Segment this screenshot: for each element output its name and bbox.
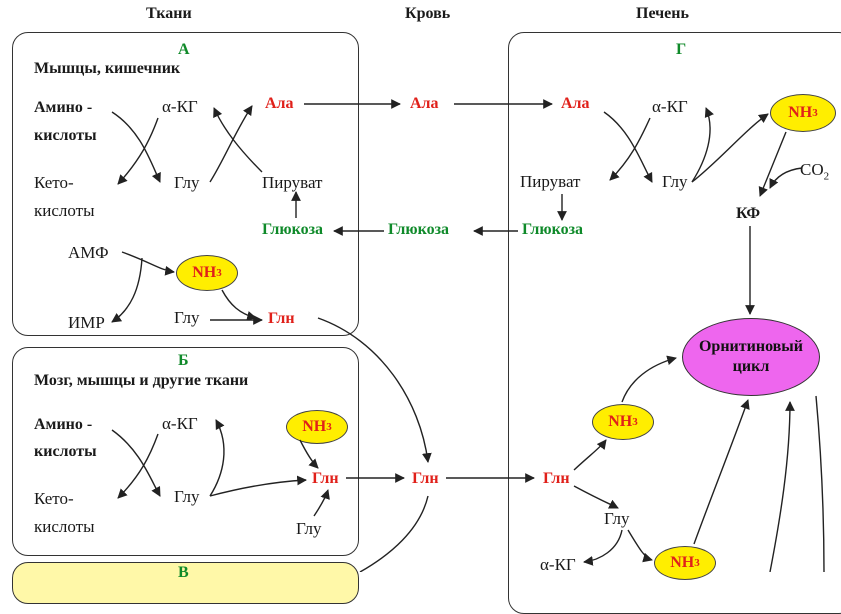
arrow-c-link [359, 495, 429, 572]
panel-a-keto-2: кислоты [34, 201, 95, 220]
arrow-liver-ala-to-glu [603, 111, 653, 183]
ornithine-cycle-label-1: Орнитиновый [698, 338, 804, 355]
liver-letter: Г [676, 41, 687, 58]
panel-b-glu: Глу [174, 487, 200, 506]
liver-glu-b: Глу [604, 509, 630, 528]
arrow-cycle-in-2 [815, 395, 825, 572]
header-blood: Кровь [405, 5, 451, 22]
arrow-a-gln-to-blood [317, 317, 432, 463]
arrow-a-nh3-to-gln [221, 289, 257, 321]
panel-b-keto-2: кислоты [34, 517, 95, 536]
arrow-a-amp-to-imp [111, 257, 143, 323]
panel-a-glu: Глу [174, 173, 200, 192]
panel-a-title: Мышцы, кишечник [34, 60, 181, 77]
panel-b-amino-2: кислоты [34, 443, 97, 460]
panel-b-letter: Б [178, 352, 189, 369]
panel-a-glu-2: Глу [174, 308, 200, 327]
panel-a-glucose: Глюкоза [262, 221, 324, 238]
arrow-liver-akg-to-pyruvate [609, 117, 651, 181]
panel-a-imp: ИМР [68, 313, 105, 332]
liver-glu: Глу [662, 172, 688, 191]
arrow-cycle-in-1 [769, 401, 795, 572]
liver-glucose: Глюкоза [522, 221, 584, 238]
panel-b [12, 347, 359, 556]
panel-b-gln: Глн [312, 470, 339, 487]
arrow-b-glu-to-gln [209, 475, 307, 497]
panel-b-title: Мозг, мышцы и другие ткани [34, 372, 249, 389]
arrow-nh3b-to-cycle [621, 355, 677, 403]
arrow-glu-to-akg [583, 529, 623, 566]
panel-a-pyruvate: Пируват [262, 173, 323, 192]
arrow-a-amino-to-glu [111, 111, 161, 183]
liver-gln: Глн [543, 470, 570, 487]
arrow-co2-to-kf [769, 167, 803, 189]
arrow-a-pyruvate-to-akg [213, 107, 263, 173]
arrow-a-glu-to-ala [209, 105, 253, 183]
arrow-liver-glu-to-akg [691, 107, 714, 183]
arrow-nh3c-to-cycle [693, 399, 750, 545]
arrow-a-akg-to-keto [117, 117, 159, 185]
liver-ala: Ала [561, 95, 590, 112]
panel-b-glu-2: Глу [296, 519, 322, 538]
panel-a-amp: АМФ [68, 243, 109, 262]
arrow-b-nh3-to-gln [299, 439, 319, 469]
panel-a-amino-2: кислоты [34, 127, 97, 144]
blood-ala: Ала [410, 95, 439, 112]
panel-a-ala: Ала [265, 95, 294, 112]
liver-akg: α-КГ [652, 97, 688, 116]
arrow-gln-to-nh3b [573, 439, 607, 471]
panel-a-akg: α-КГ [162, 97, 198, 116]
arrow-liver-glu-to-nh3 [691, 113, 769, 183]
arrow-gln-to-glu [573, 485, 619, 509]
panel-b-akg: α-КГ [162, 414, 198, 433]
header-liver: Печень [636, 5, 689, 22]
arrow-liver-nh3-to-kf [758, 131, 787, 197]
pathway-arrows [111, 99, 825, 572]
arrow-a-amp-to-nh3 [121, 251, 175, 276]
arrow-b-akg-to-keto [117, 433, 159, 499]
panel-b-keto-1: Кето- [34, 489, 74, 508]
panel-a-keto-1: Кето- [34, 173, 74, 192]
liver-pyruvate: Пируват [520, 172, 581, 191]
arrow-b-amino-to-glu [111, 429, 161, 497]
liver-kf: КФ [736, 205, 761, 222]
liver-co2: CO2 [800, 160, 830, 183]
panel-a-amino-1: Амино - [34, 99, 93, 116]
blood-gln: Глн [412, 470, 439, 487]
panel-a-letter: А [178, 41, 190, 58]
liver-akg-b: α-КГ [540, 555, 576, 574]
arrow-glu-to-nh3c [627, 529, 653, 563]
header-tissues: Ткани [146, 5, 192, 22]
arrow-b-glu2-to-gln [313, 489, 330, 517]
panel-a-gln: Глн [268, 310, 295, 327]
ornithine-cycle-label-2: цикл [732, 358, 770, 375]
panel-b-amino-1: Амино - [34, 416, 93, 433]
blood-glucose: Глюкоза [388, 221, 450, 238]
arrow-b-glu-to-akg [209, 419, 225, 497]
ornithine-cycle: Орнитиновый цикл [682, 318, 820, 396]
